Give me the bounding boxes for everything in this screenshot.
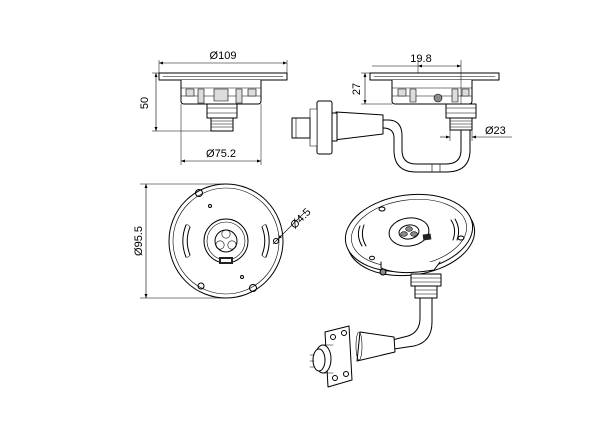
side-view: 19.8 27 Ø23 — [291, 53, 512, 173]
dim-flange-height: 27 — [351, 83, 363, 95]
plan-view: Ø95.5 Ø4.5 — [133, 183, 314, 299]
dim-hole-diameter: Ø4.5 — [288, 206, 313, 231]
isometric-view — [309, 193, 476, 388]
dim-cable-diameter: Ø23 — [485, 125, 506, 137]
dim-height: 50 — [139, 97, 151, 109]
dim-plan-diameter: Ø95.5 — [133, 226, 145, 256]
dim-offset: 19.8 — [410, 53, 431, 65]
dim-top-diameter: Ø109 — [210, 50, 237, 62]
front-view: Ø109 50 Ø75.2 — [139, 50, 288, 165]
dim-body-diameter: Ø75.2 — [206, 148, 236, 160]
